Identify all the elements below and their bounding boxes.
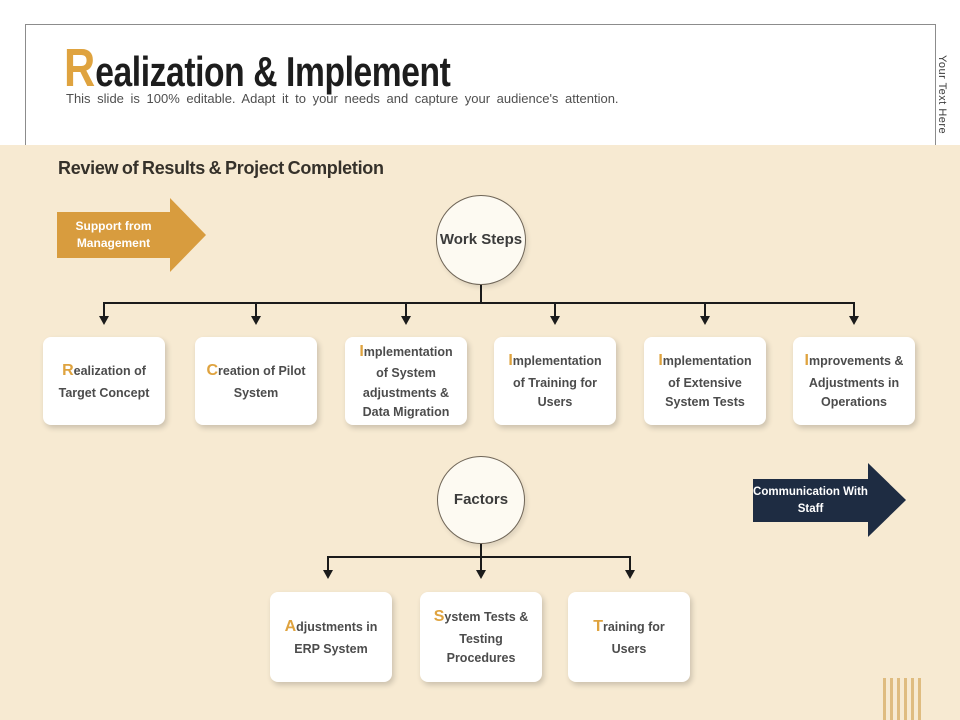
stripe-bar xyxy=(918,678,921,720)
side-placeholder-text: Your Text Here xyxy=(936,55,948,135)
down-arrowhead-icon xyxy=(323,570,333,579)
work-step-label: Improvements & Adjustments in Operations xyxy=(804,352,904,410)
support-management-arrow-label: Support from Management xyxy=(57,212,170,258)
work-steps-circle: Work Steps xyxy=(436,195,526,285)
work-step-box: Implementation of Extensive System Tests xyxy=(644,337,766,425)
work-step-label: Implementation of Extensive System Tests xyxy=(658,352,752,410)
factors-circle: Factors xyxy=(437,456,525,544)
down-arrowhead-icon xyxy=(99,316,109,325)
header-box: Realization & Implement This slide is 10… xyxy=(25,24,936,145)
down-arrowhead-icon xyxy=(401,316,411,325)
down-arrowhead-icon xyxy=(700,316,710,325)
connector-line xyxy=(103,302,105,317)
connector-line xyxy=(554,302,556,317)
page-subtitle: This slide is 100% editable. Adapt it to… xyxy=(66,91,619,106)
page-title-accent-letter: R xyxy=(64,38,96,98)
communication-staff-arrow-label: Communication With Staff xyxy=(753,479,868,522)
stripe-bar xyxy=(911,678,914,720)
page-title-text: ealization & Implement xyxy=(95,48,451,95)
connector-line xyxy=(629,556,631,571)
content-panel: Review of Results & Project Completion S… xyxy=(0,145,960,720)
page-title: Realization & Implement xyxy=(64,38,451,98)
stripe-bar xyxy=(897,678,900,720)
connector-line xyxy=(103,302,855,304)
down-arrowhead-icon xyxy=(625,570,635,579)
right-arrowhead-icon xyxy=(170,198,206,272)
work-step-box: Improvements & Adjustments in Operations xyxy=(793,337,915,425)
connector-line xyxy=(328,556,631,558)
down-arrowhead-icon xyxy=(849,316,859,325)
connector-line xyxy=(255,302,257,317)
factor-label: Adjustments in ERP System xyxy=(284,617,378,656)
down-arrowhead-icon xyxy=(476,570,486,579)
stripe-bar xyxy=(904,678,907,720)
right-arrowhead-icon xyxy=(868,463,906,537)
connector-line xyxy=(853,302,855,317)
work-step-label: Implementation of Training for Users xyxy=(508,352,602,410)
stripes-decoration xyxy=(883,678,921,720)
connector-line xyxy=(327,556,329,571)
work-step-label: Implementation of System adjustments & D… xyxy=(359,342,453,420)
down-arrowhead-icon xyxy=(550,316,560,325)
factor-box: Adjustments in ERP System xyxy=(270,592,392,682)
factor-label: System Tests & Testing Procedures xyxy=(433,608,529,666)
factor-label: Training for Users xyxy=(593,617,665,656)
connector-line xyxy=(704,302,706,317)
work-step-box: Realization of Target Concept xyxy=(43,337,165,425)
work-step-label: Realization of Target Concept xyxy=(58,361,150,400)
work-step-box: Creation of Pilot System xyxy=(195,337,317,425)
factor-box: Training for Users xyxy=(568,592,690,682)
connector-line xyxy=(480,285,482,303)
stripe-bar xyxy=(890,678,893,720)
support-management-arrow: Support from Management xyxy=(57,198,207,272)
work-step-box: Implementation of Training for Users xyxy=(494,337,616,425)
factor-box: System Tests & Testing Procedures xyxy=(420,592,542,682)
work-step-box: Implementation of System adjustments & D… xyxy=(345,337,467,425)
down-arrowhead-icon xyxy=(251,316,261,325)
stripe-bar xyxy=(883,678,886,720)
section-heading: Review of Results & Project Completion xyxy=(58,158,384,178)
connector-line xyxy=(405,302,407,317)
work-step-label: Creation of Pilot System xyxy=(206,361,306,400)
communication-staff-arrow: Communication With Staff xyxy=(753,463,908,537)
